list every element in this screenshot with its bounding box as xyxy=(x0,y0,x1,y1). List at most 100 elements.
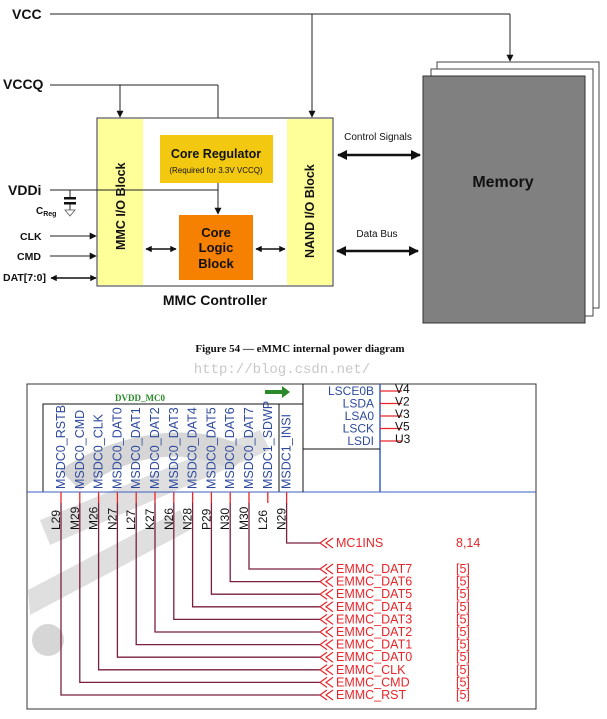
pin-name: MSDC0_DAT2 xyxy=(148,407,162,489)
ball-label: L27 xyxy=(124,510,138,530)
ball-label: K27 xyxy=(143,508,157,530)
pin-name: MSDC0_RSTB xyxy=(54,405,68,489)
pin-name: MSDC1_INSI xyxy=(280,414,294,489)
net-wire xyxy=(97,503,320,671)
net-wire xyxy=(60,503,320,696)
offpage-connector-icon xyxy=(318,626,334,638)
ls-ball-label: V3 xyxy=(395,407,410,421)
ls-ball-label: V4 xyxy=(395,382,410,396)
net-label: EMMC_DAT6 xyxy=(336,575,412,589)
pin-name: MSDC0_DAT6 xyxy=(223,407,237,489)
offpage-connector-icon xyxy=(318,689,334,701)
ls-pin-name: LSCE0B xyxy=(328,384,374,398)
ball-label: L26 xyxy=(256,510,270,530)
net-ref: [5] xyxy=(456,650,470,664)
core-logic-label-2: Logic xyxy=(199,240,234,255)
offpage-connector-icon xyxy=(318,537,334,549)
offpage-connector-icon xyxy=(318,588,334,600)
net-ref: [5] xyxy=(456,612,470,626)
ls-pin-name: LSDA xyxy=(343,397,374,411)
pin-name: MSDC0_DAT0 xyxy=(110,407,124,489)
net-label: EMMC_CLK xyxy=(336,663,406,677)
vcc-label: VCC xyxy=(12,6,42,22)
net-label: EMMC_DAT2 xyxy=(336,625,412,639)
offpage-connector-icon xyxy=(318,563,334,575)
offpage-connector-icon xyxy=(318,576,334,588)
vccq-label: VCCQ xyxy=(3,76,44,92)
watermark-url: http://blog.csdn.net/ xyxy=(194,362,370,378)
data-bus-label: Data Bus xyxy=(356,229,397,240)
capacitor-icon xyxy=(64,190,76,210)
ls-pin-name: LSCK xyxy=(343,422,374,436)
net-label: EMMC_CMD xyxy=(336,675,410,689)
pin-name: MSDC0_CLK xyxy=(92,413,106,489)
net-label: EMMC_DAT0 xyxy=(336,650,412,664)
net-wire xyxy=(135,503,320,646)
net-label: EMMC_DAT4 xyxy=(336,600,412,614)
ball-label: P29 xyxy=(199,508,213,530)
offpage-connector-icon xyxy=(318,651,334,663)
ball-label: M26 xyxy=(87,506,101,530)
net-ref: [5] xyxy=(456,688,470,702)
ball-label: N30 xyxy=(218,508,232,530)
ball-label: N27 xyxy=(105,508,119,530)
schematic-sheet-border xyxy=(26,383,537,710)
offpage-connector-icon xyxy=(318,639,334,651)
ls-pin-name: LSDI xyxy=(347,434,374,448)
watermark-logo xyxy=(28,430,270,656)
ball-label: L29 xyxy=(49,510,63,530)
vddi-label: VDDi xyxy=(8,182,41,198)
net-wire xyxy=(191,503,320,608)
net-wire xyxy=(210,503,320,595)
net-wire xyxy=(229,503,320,583)
pin-name: MSDC0_DAT1 xyxy=(129,407,143,489)
net-ref: [5] xyxy=(456,675,470,689)
ls-ball-label: V5 xyxy=(395,420,410,434)
net-wire xyxy=(248,503,320,570)
net-label: EMMC_DAT1 xyxy=(336,638,412,652)
ball-label: N28 xyxy=(181,508,195,530)
net-wire xyxy=(79,503,320,684)
net-label: EMMC_RST xyxy=(336,688,407,702)
offpage-connector-icon xyxy=(318,676,334,688)
core-logic-label-1: Core xyxy=(201,225,231,240)
ls-pin-name: LSA0 xyxy=(345,409,375,423)
net-label: MC1INS xyxy=(336,536,383,550)
msdc-pin-group: MSDC0_RSTBL29MSDC0_CMDM29MSDC0_CLKM26MSD… xyxy=(49,401,480,702)
mmc-io-block xyxy=(98,119,143,285)
net-ref: [5] xyxy=(456,575,470,589)
pin-name: MSDC0_DAT7 xyxy=(242,407,256,489)
pin-name: MSDC0_DAT3 xyxy=(167,407,181,489)
pin-name: MSDC1_SDWP xyxy=(261,401,275,489)
control-signals-label: Control Signals xyxy=(344,132,412,143)
net-ref: [5] xyxy=(456,638,470,652)
ball-label: N29 xyxy=(275,508,289,530)
core-logic-label-3: Block xyxy=(198,256,234,271)
core-logic-block xyxy=(179,215,253,280)
offpage-connector-icon xyxy=(318,664,334,676)
net-ref: [5] xyxy=(456,562,470,576)
net-ref: [5] xyxy=(456,625,470,639)
net-ref: [5] xyxy=(456,600,470,614)
offpage-connector-icon xyxy=(318,601,334,613)
dat-label: DAT[7:0] xyxy=(3,272,46,284)
net-ref: [5] xyxy=(456,663,470,677)
power-arrow-icon xyxy=(265,386,290,398)
core-regulator-block xyxy=(160,135,273,183)
ls-ball-label: U3 xyxy=(395,432,411,446)
memory-label: Memory xyxy=(472,174,533,191)
core-regulator-label: Core Regulator xyxy=(171,147,261,161)
figure-caption: Figure 54 — eMMC internal power diagram xyxy=(195,343,404,355)
ball-label: N26 xyxy=(162,508,176,530)
creg-label: CReg xyxy=(36,206,56,218)
nand-io-block-label: NAND I/O Block xyxy=(303,164,317,258)
cmd-label: CMD xyxy=(17,251,41,263)
core-regulator-note: (Required for 3.3V VCCQ) xyxy=(169,166,263,175)
power-diagram: VCC VCCQ MMC I/O Block NAND I/O Block Co… xyxy=(3,6,600,378)
nand-io-block xyxy=(287,119,332,285)
ground-icon xyxy=(64,209,76,217)
net-wire xyxy=(154,503,320,633)
